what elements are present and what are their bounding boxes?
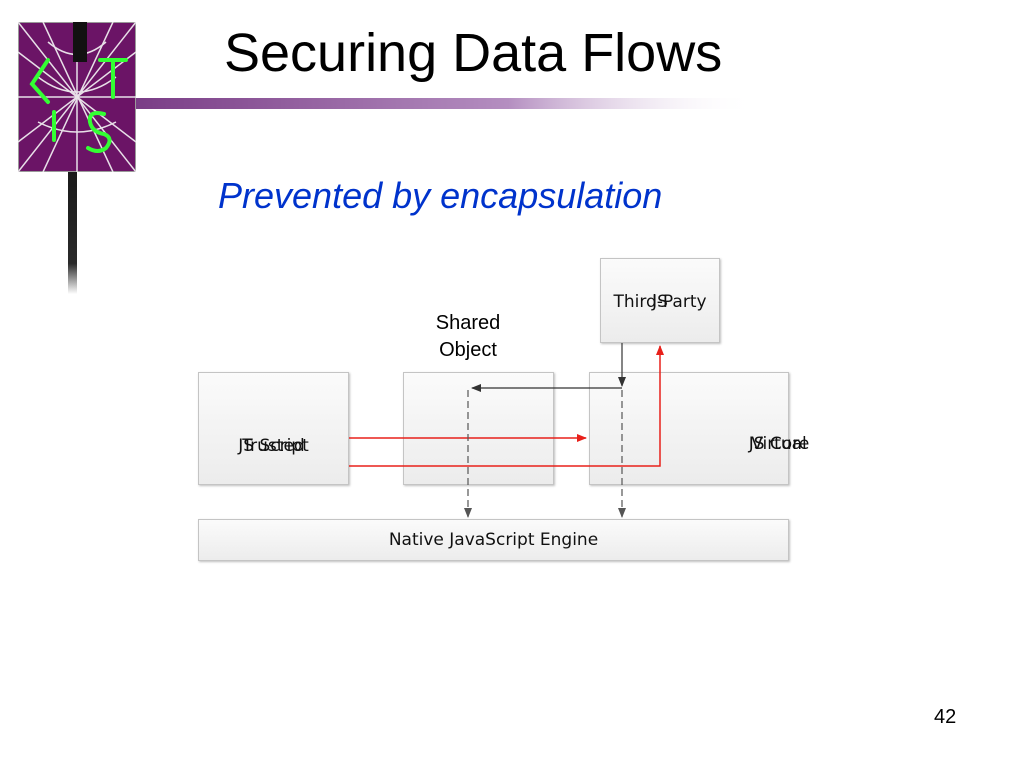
shared-object-line-1: Shared [435, 312, 501, 334]
shared-object-caption: Shared Object [418, 310, 518, 364]
virtual-line-2: JS Core [748, 434, 810, 454]
lis-logo-icon [18, 22, 136, 172]
slide-subtitle: Prevented by encapsulation [218, 175, 663, 216]
trusted-js-script-box: Trusted JS Script [198, 372, 349, 485]
third-party-js-box: Third-Party JS [600, 258, 720, 343]
trusted-line-1: Trusted [242, 436, 305, 456]
trusted-line-2: JS Script [238, 436, 309, 456]
virtual-js-core-box: Virtual JS Core [589, 372, 809, 485]
page-number: 42 [934, 706, 957, 728]
virtual-line-1: Virtual [751, 434, 807, 454]
third-party-line-2: JS [652, 292, 668, 312]
slide-title: Securing Data Flows [224, 23, 723, 83]
shared-object-box [403, 372, 554, 485]
native-engine-label: Native JavaScript Engine [388, 530, 599, 550]
third-party-line-1: Third-Party [613, 292, 707, 312]
native-javascript-engine-box: Native JavaScript Engine [198, 519, 789, 561]
shared-object-line-2: Object [439, 339, 497, 361]
